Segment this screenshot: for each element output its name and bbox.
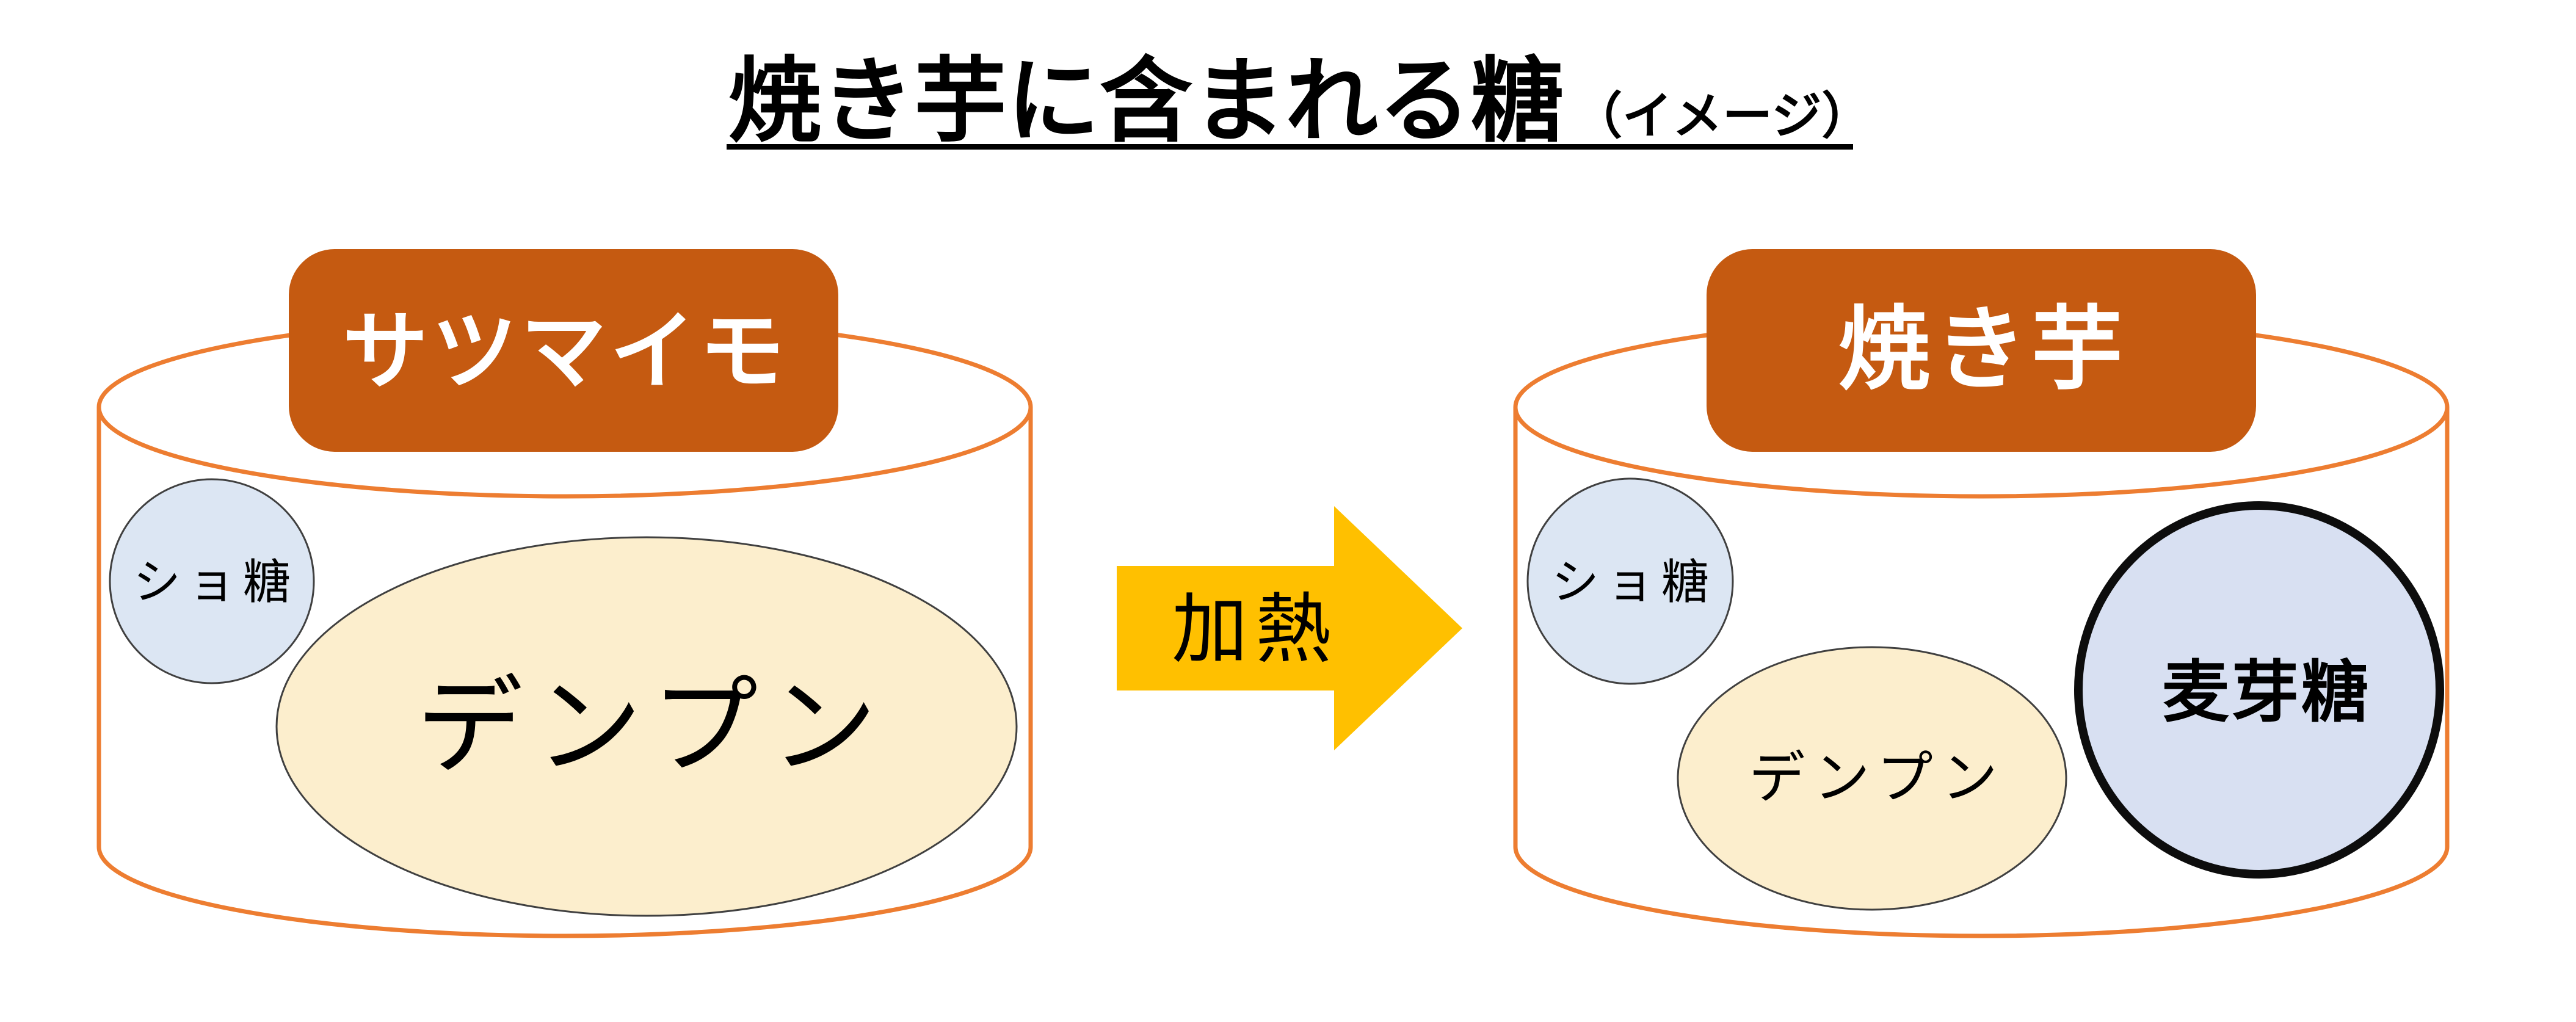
page-title: 焼き芋に含まれる糖（イメージ） xyxy=(728,49,1871,153)
starch-label-left: デンプン xyxy=(416,669,890,787)
baked-yam-label-box xyxy=(1707,249,2256,452)
sucrose-circle-right xyxy=(1526,477,1734,685)
heat-arrow-group: 加熱 xyxy=(1117,506,1462,750)
sucrose-label-left: ショ糖 xyxy=(133,556,298,609)
maltose-label: 麦芽糖 xyxy=(2162,655,2371,730)
sweet-potato-cylinder: サツマイモ ショ糖 デンプン xyxy=(96,249,1033,938)
baked-yam-cylinder: 焼き芋 ショ糖 デンプン 麦芽糖 xyxy=(1513,249,2450,938)
baked-yam-cylinder-body xyxy=(1513,407,2450,938)
sucrose-label-right: ショ糖 xyxy=(1551,556,1716,609)
page-title-note: （イメージ） xyxy=(1572,89,1871,144)
starch-label-right: デンプン xyxy=(1749,747,2006,810)
title-underline xyxy=(727,144,1853,150)
baked-yam-label: 焼き芋 xyxy=(1838,298,2128,400)
heat-arrow-label: 加熱 xyxy=(1172,589,1339,673)
starch-ellipse-right xyxy=(1677,646,2067,911)
heat-arrow xyxy=(1117,506,1462,750)
sucrose-circle-left xyxy=(109,478,315,684)
maltose-circle xyxy=(2074,501,2444,879)
sweet-potato-label-box xyxy=(289,249,838,452)
starch-ellipse-left xyxy=(275,536,1018,917)
page-title-main: 焼き芋に含まれる糖 xyxy=(728,49,1564,153)
sweet-potato-cylinder-body xyxy=(96,407,1033,938)
sweet-potato-label: サツマイモ xyxy=(343,303,788,399)
